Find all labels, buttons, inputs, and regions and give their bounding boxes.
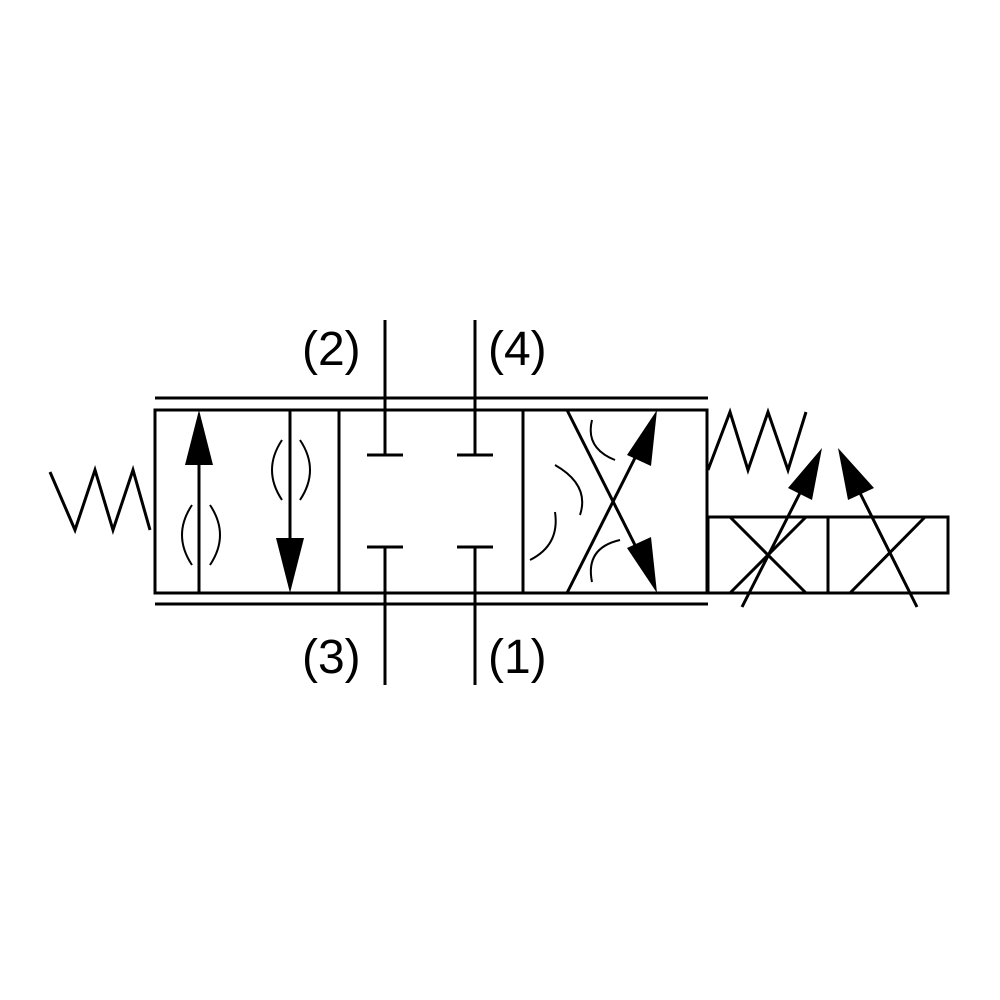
position-box-center xyxy=(337,408,525,595)
variable-arrow-right-line xyxy=(855,486,919,608)
right-flow-line-diag-up xyxy=(565,447,642,594)
right-flow-line-diag-down xyxy=(565,409,642,556)
port-label-4: (4) xyxy=(488,323,547,376)
position-box-left xyxy=(153,408,341,595)
left-throttle-upper xyxy=(271,439,311,501)
position-box-right xyxy=(521,408,709,595)
right-arrowhead-down xyxy=(627,537,657,593)
left-arrowhead-down xyxy=(276,538,304,593)
port-label-3: (3) xyxy=(302,631,361,684)
port-label-2: (2) xyxy=(302,323,361,376)
variable-arrow-left-head xyxy=(788,448,822,500)
variable-arrow-left-line xyxy=(740,486,805,608)
left-arrowhead-up xyxy=(185,410,213,465)
port-label-1: (1) xyxy=(488,631,547,684)
right-throttle-upper xyxy=(554,419,616,516)
right-throttle-lower xyxy=(529,511,621,583)
left-spring xyxy=(48,464,152,535)
left-throttle-lower xyxy=(181,504,221,566)
right-arrowhead-up xyxy=(627,410,657,466)
solenoid-right-cross xyxy=(848,515,927,595)
right-spring xyxy=(706,407,808,475)
variable-arrow-right-head xyxy=(838,448,874,500)
